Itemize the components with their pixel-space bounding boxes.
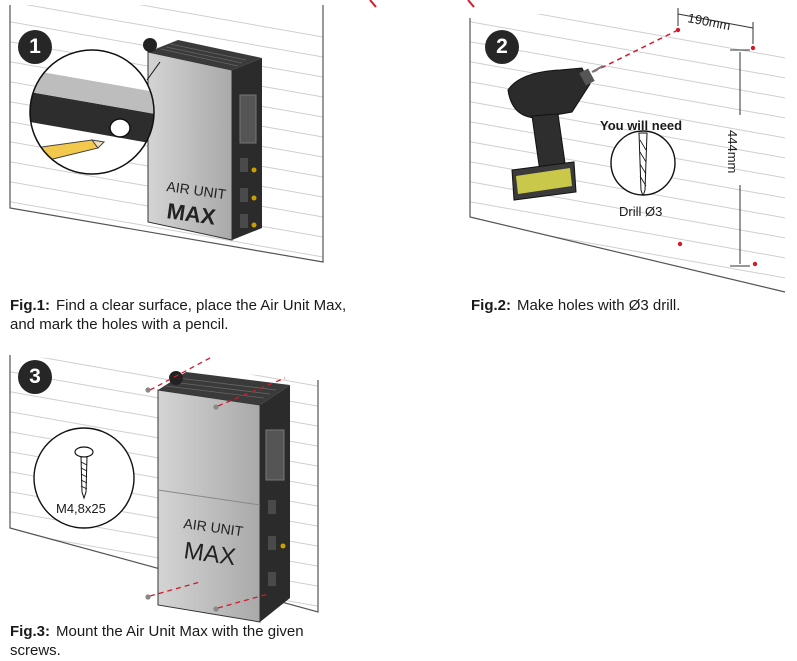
figure-1-label: Fig.1: bbox=[10, 297, 50, 314]
screw-size-label: M4,8x25 bbox=[56, 501, 106, 516]
figure-1-caption: Fig.1:Find a clear surface, place the Ai… bbox=[10, 296, 350, 334]
screw-axis-lines bbox=[149, 357, 286, 609]
dimension-lines bbox=[677, 8, 754, 267]
figure-2: 190mm 444mm You will need Drill Ø3 2 bbox=[360, 0, 797, 320]
figure-1-illustration: AIR UNIT MAX bbox=[9, 5, 324, 263]
dimension-horizontal: 190mm bbox=[686, 10, 731, 33]
figure-2-illustration: 190mm 444mm You will need Drill Ø3 bbox=[469, 0, 786, 293]
figure-3-caption: Fig.3:Mount the Air Unit Max with the gi… bbox=[10, 622, 340, 660]
air-unit-max-device: AIR UNIT MAX bbox=[157, 371, 290, 623]
figure-2-text: Make holes with Ø3 drill. bbox=[517, 297, 681, 314]
figure-1-text: Find a clear surface, place the Air Unit… bbox=[10, 297, 347, 333]
figure-3-text: Mount the Air Unit Max with the given sc… bbox=[10, 623, 304, 659]
figure-3: AIR UNIT MAX M4,8x25 3 bbox=[0, 350, 340, 623]
figure-2-caption: Fig.2: Make holes with Ø3 drill. bbox=[471, 296, 791, 315]
wall-outline bbox=[469, 18, 786, 293]
drill-size-label: Drill Ø3 bbox=[619, 204, 662, 219]
screw-icon bbox=[74, 446, 94, 458]
step-badge-2: 2 bbox=[485, 30, 519, 64]
air-unit-max-device: AIR UNIT MAX bbox=[143, 38, 262, 241]
power-drill-icon bbox=[507, 65, 604, 201]
step-badge-1: 1 bbox=[18, 30, 52, 64]
figure-3-label: Fig.3: bbox=[10, 623, 50, 640]
you-will-need-title: You will need bbox=[600, 118, 682, 133]
figure-3-illustration: AIR UNIT MAX M4,8x25 bbox=[9, 355, 319, 623]
drill-axis-line bbox=[592, 29, 679, 73]
screw-detail bbox=[33, 427, 135, 529]
screws bbox=[145, 387, 219, 612]
drill-bit-detail bbox=[610, 130, 676, 196]
red-marker-strokes bbox=[369, 0, 475, 8]
step-badge-3: 3 bbox=[18, 360, 52, 394]
figure-2-label: Fig.2: bbox=[471, 297, 511, 314]
dimension-vertical: 444mm bbox=[725, 130, 740, 173]
wall-outline bbox=[9, 5, 324, 263]
figure-1: AIR UNIT MAX 1 bbox=[0, 0, 340, 340]
